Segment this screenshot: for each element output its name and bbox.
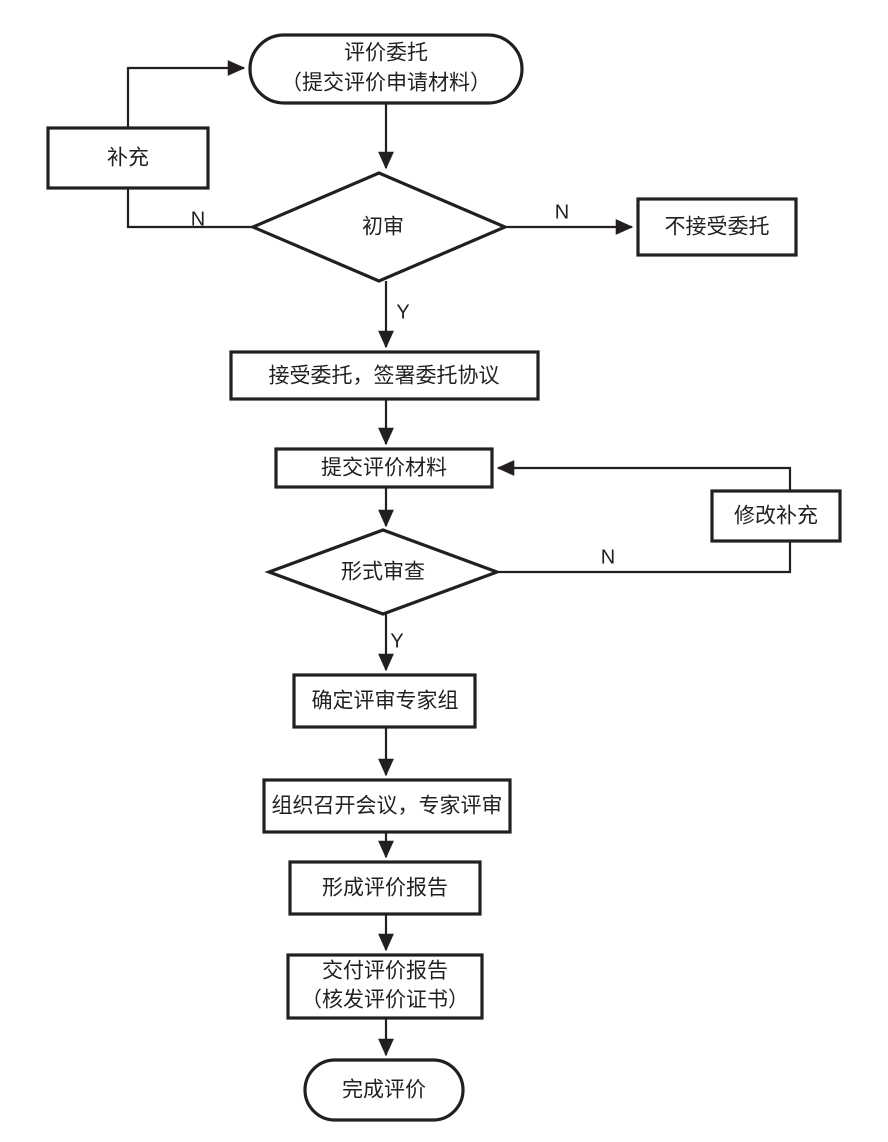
node-report-shape[interactable] [288,860,482,916]
node-form-check-label: 形式审查 [341,561,425,584]
node-finish[interactable]: 完成评价 [303,1058,465,1122]
node-reject-shape[interactable] [636,197,798,257]
node-expert-group[interactable]: 确定评审专家组 [292,673,477,729]
node-first-review-label: 初审 [362,216,404,239]
node-submit-materials-label: 提交评价材料 [321,457,447,480]
node-meeting-label: 组织召开会议，专家评审 [272,795,503,818]
node-accept-label: 接受委托，签署委托协议 [269,365,500,388]
node-reject[interactable]: 不接受委托 [636,197,798,257]
node-finish-shape[interactable] [303,1058,465,1122]
edge-label-first-review-yes: Y [396,301,409,323]
node-accept-shape[interactable] [229,350,540,401]
node-start-line-1: 评价委托 [344,42,428,65]
node-supplement-label: 补充 [107,147,149,170]
connector-layer [126,60,792,1057]
node-first-review[interactable]: 初审 [248,171,510,283]
node-deliver-line-2: （核发评价证书） [301,989,469,1012]
node-submit-materials[interactable]: 提交评价材料 [274,447,494,489]
node-first-review-shape[interactable] [248,171,510,283]
node-revise[interactable]: 修改补充 [710,489,842,543]
node-submit-materials-shape[interactable] [274,447,494,489]
node-accept[interactable]: 接受委托，签署委托协议 [229,350,540,401]
node-expert-group-label: 确定评审专家组 [312,690,459,713]
edge-revise-to-submit [496,460,792,491]
node-form-check-shape[interactable] [264,528,502,616]
node-deliver[interactable]: 交付评价报告 （核发评价证书） [286,953,484,1020]
node-supplement[interactable]: 补充 [46,126,210,190]
edge-supplement-to-start [126,60,246,128]
node-deliver-shape[interactable] [286,953,484,1020]
edge-label-form-check-yes: Y [390,630,403,652]
node-start-shape[interactable] [248,33,524,105]
node-meeting-shape[interactable] [262,778,512,834]
node-report-label: 形成评价报告 [322,877,448,900]
node-supplement-shape[interactable] [46,126,210,190]
node-deliver-line-1: 交付评价报告 [322,960,448,983]
edge-label-first-review-no-left: N [191,208,205,230]
edge-form-check-no-to-revise [497,541,792,574]
node-report[interactable]: 形成评价报告 [288,860,482,916]
node-start-line-2: （提交评价申请材料） [281,72,491,95]
edge-label-form-check-no: N [601,546,615,568]
node-expert-group-shape[interactable] [292,673,477,729]
edge-first-review-no-to-supplement [126,189,253,229]
node-meeting[interactable]: 组织召开会议，专家评审 [262,778,512,834]
edge-label-layer: N N Y N Y [191,201,615,652]
edge-label-first-review-no-right: N [555,201,569,223]
node-revise-shape[interactable] [710,489,842,543]
node-form-check[interactable]: 形式审查 [264,528,502,616]
node-revise-label: 修改补充 [734,505,818,528]
node-finish-label: 完成评价 [342,1079,426,1102]
node-start[interactable]: 评价委托 （提交评价申请材料） [248,33,524,105]
node-reject-label: 不接受委托 [665,216,770,239]
